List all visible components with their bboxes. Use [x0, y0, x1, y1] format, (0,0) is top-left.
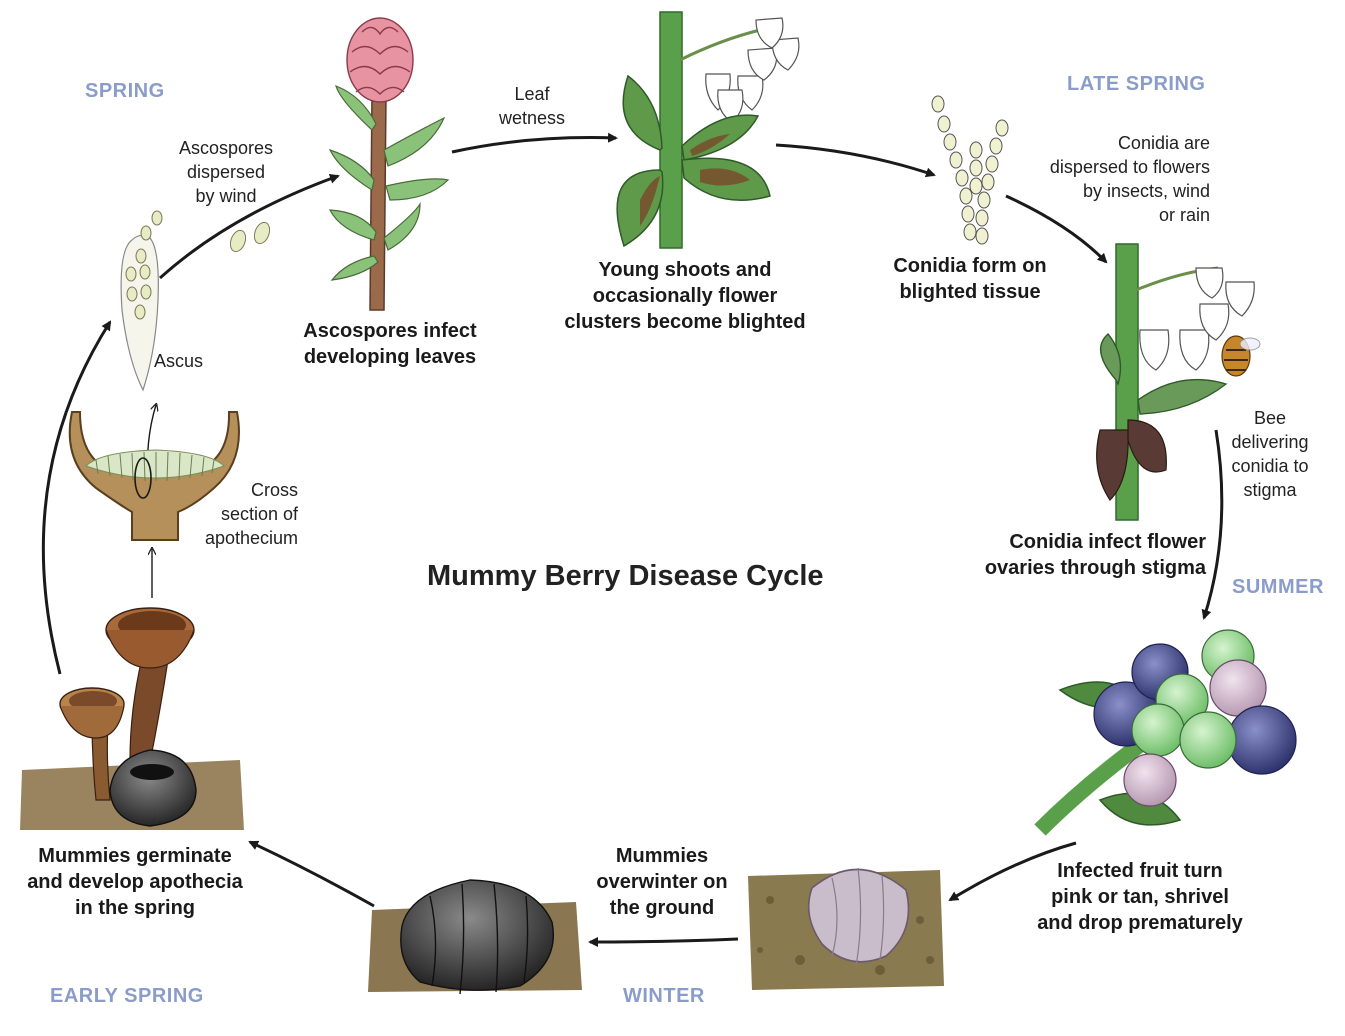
season-early-spring: EARLY SPRING [50, 985, 204, 1007]
note-ascospores-dispersed: Ascospores dispersed by wind [178, 138, 274, 206]
note-leaf-wetness: Leaf wetness [498, 84, 566, 128]
mummy-on-ground-illustration [368, 879, 582, 995]
berry-cluster-illustration [1034, 629, 1297, 836]
stage-fruit-drop: Infected fruit turn pink or tan, shrivel… [1037, 860, 1243, 934]
arrow-ascus-to-shoot [158, 174, 340, 280]
stage-conidia-infect: Conidia infect flower ovaries through st… [984, 531, 1206, 579]
stage-overwinter: Mummies overwinter on the ground [596, 845, 728, 919]
stage-shoots-blighted: Young shoots and occasionally flower clu… [564, 259, 806, 333]
germinating-apothecia-illustration [20, 607, 244, 830]
arrow-conidia-to-flower [1005, 194, 1108, 264]
arrow-shoot-to-conidia [775, 143, 936, 178]
flower-cluster-illustration [1096, 243, 1261, 521]
note-conidia-dispersed: Conidia are dispersed to flowers by inse… [1049, 133, 1210, 225]
fruit-on-ground-illustration [748, 867, 944, 990]
season-late-spring: LATE SPRING [1067, 73, 1206, 95]
arrow-to-germinate [248, 840, 375, 908]
diagram-title: Mummy Berry Disease Cycle [427, 560, 824, 592]
season-winter: WINTER [623, 985, 705, 1007]
arrow-flower-to-fruit [1201, 429, 1224, 620]
apothecium-cross-section [68, 411, 240, 541]
cycle-arrows [41, 132, 1224, 947]
arrow-leaf-wetness [451, 132, 618, 154]
note-ascus: Ascus [154, 351, 204, 371]
note-cross-section: Cross section of apothecium [204, 480, 298, 548]
conidia-chains-illustration [931, 95, 1009, 245]
blighted-shoot-illustration [616, 11, 800, 249]
arrow-apothecia-up [41, 320, 112, 675]
arrow-fruit-to-mummy [948, 841, 1077, 902]
arrow-winter [588, 936, 739, 947]
stage-conidia-form: Conidia form on blighted tissue [893, 255, 1047, 303]
bee-icon [1221, 335, 1261, 377]
stage-ascospores-infect: Ascospores infect developing leaves [303, 320, 477, 368]
ascus-illustration [120, 210, 271, 392]
season-spring: SPRING [85, 80, 165, 102]
developing-shoot-illustration [328, 17, 450, 311]
note-bee: Bee delivering conidia to stigma [1231, 408, 1309, 500]
stage-germinate: Mummies germinate and develop apothecia … [27, 845, 243, 919]
season-summer: SUMMER [1232, 576, 1324, 598]
